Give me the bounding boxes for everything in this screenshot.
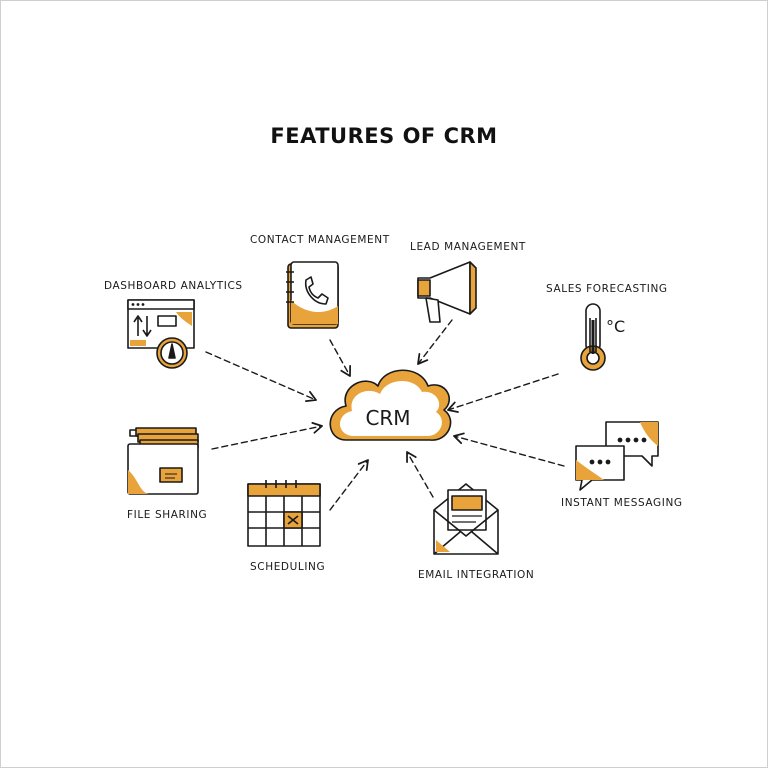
label-contact-management: CONTACT MANAGEMENT — [250, 234, 390, 246]
arrow-contact — [329, 339, 352, 377]
arrow-dashboard — [205, 351, 317, 402]
label-dashboard-analytics: DASHBOARD ANALYTICS — [104, 280, 243, 292]
arrow-email — [406, 451, 434, 498]
arrow-lead — [417, 319, 453, 365]
dashboard-icon — [127, 299, 195, 369]
envelope-icon — [433, 483, 499, 555]
label-sales-forecasting: SALES FORECASTING — [546, 283, 668, 295]
folder-icon — [127, 427, 199, 495]
label-email-integration: EMAIL INTEGRATION — [418, 569, 535, 581]
arrow-scheduling — [329, 459, 369, 511]
chat-bubbles-icon — [575, 421, 659, 491]
celsius-unit: °C — [606, 317, 625, 336]
label-instant-messaging: INSTANT MESSAGING — [561, 497, 683, 509]
arrow-messaging — [453, 432, 565, 467]
label-scheduling: SCHEDULING — [250, 561, 326, 573]
megaphone-icon — [417, 261, 477, 323]
arrow-sales — [447, 373, 559, 413]
thermometer-icon: °C — [580, 303, 625, 371]
cloud-crm-label: CRM — [365, 406, 410, 430]
label-lead-management: LEAD MANAGEMENT — [410, 241, 526, 253]
phone-book-icon — [286, 261, 339, 329]
cloud-icon: CRM — [329, 369, 452, 441]
label-file-sharing: FILE SHARING — [127, 509, 208, 521]
arrow-file — [211, 421, 323, 450]
page-title: FEATURES OF CRM — [270, 124, 498, 148]
calendar-icon — [247, 480, 321, 547]
